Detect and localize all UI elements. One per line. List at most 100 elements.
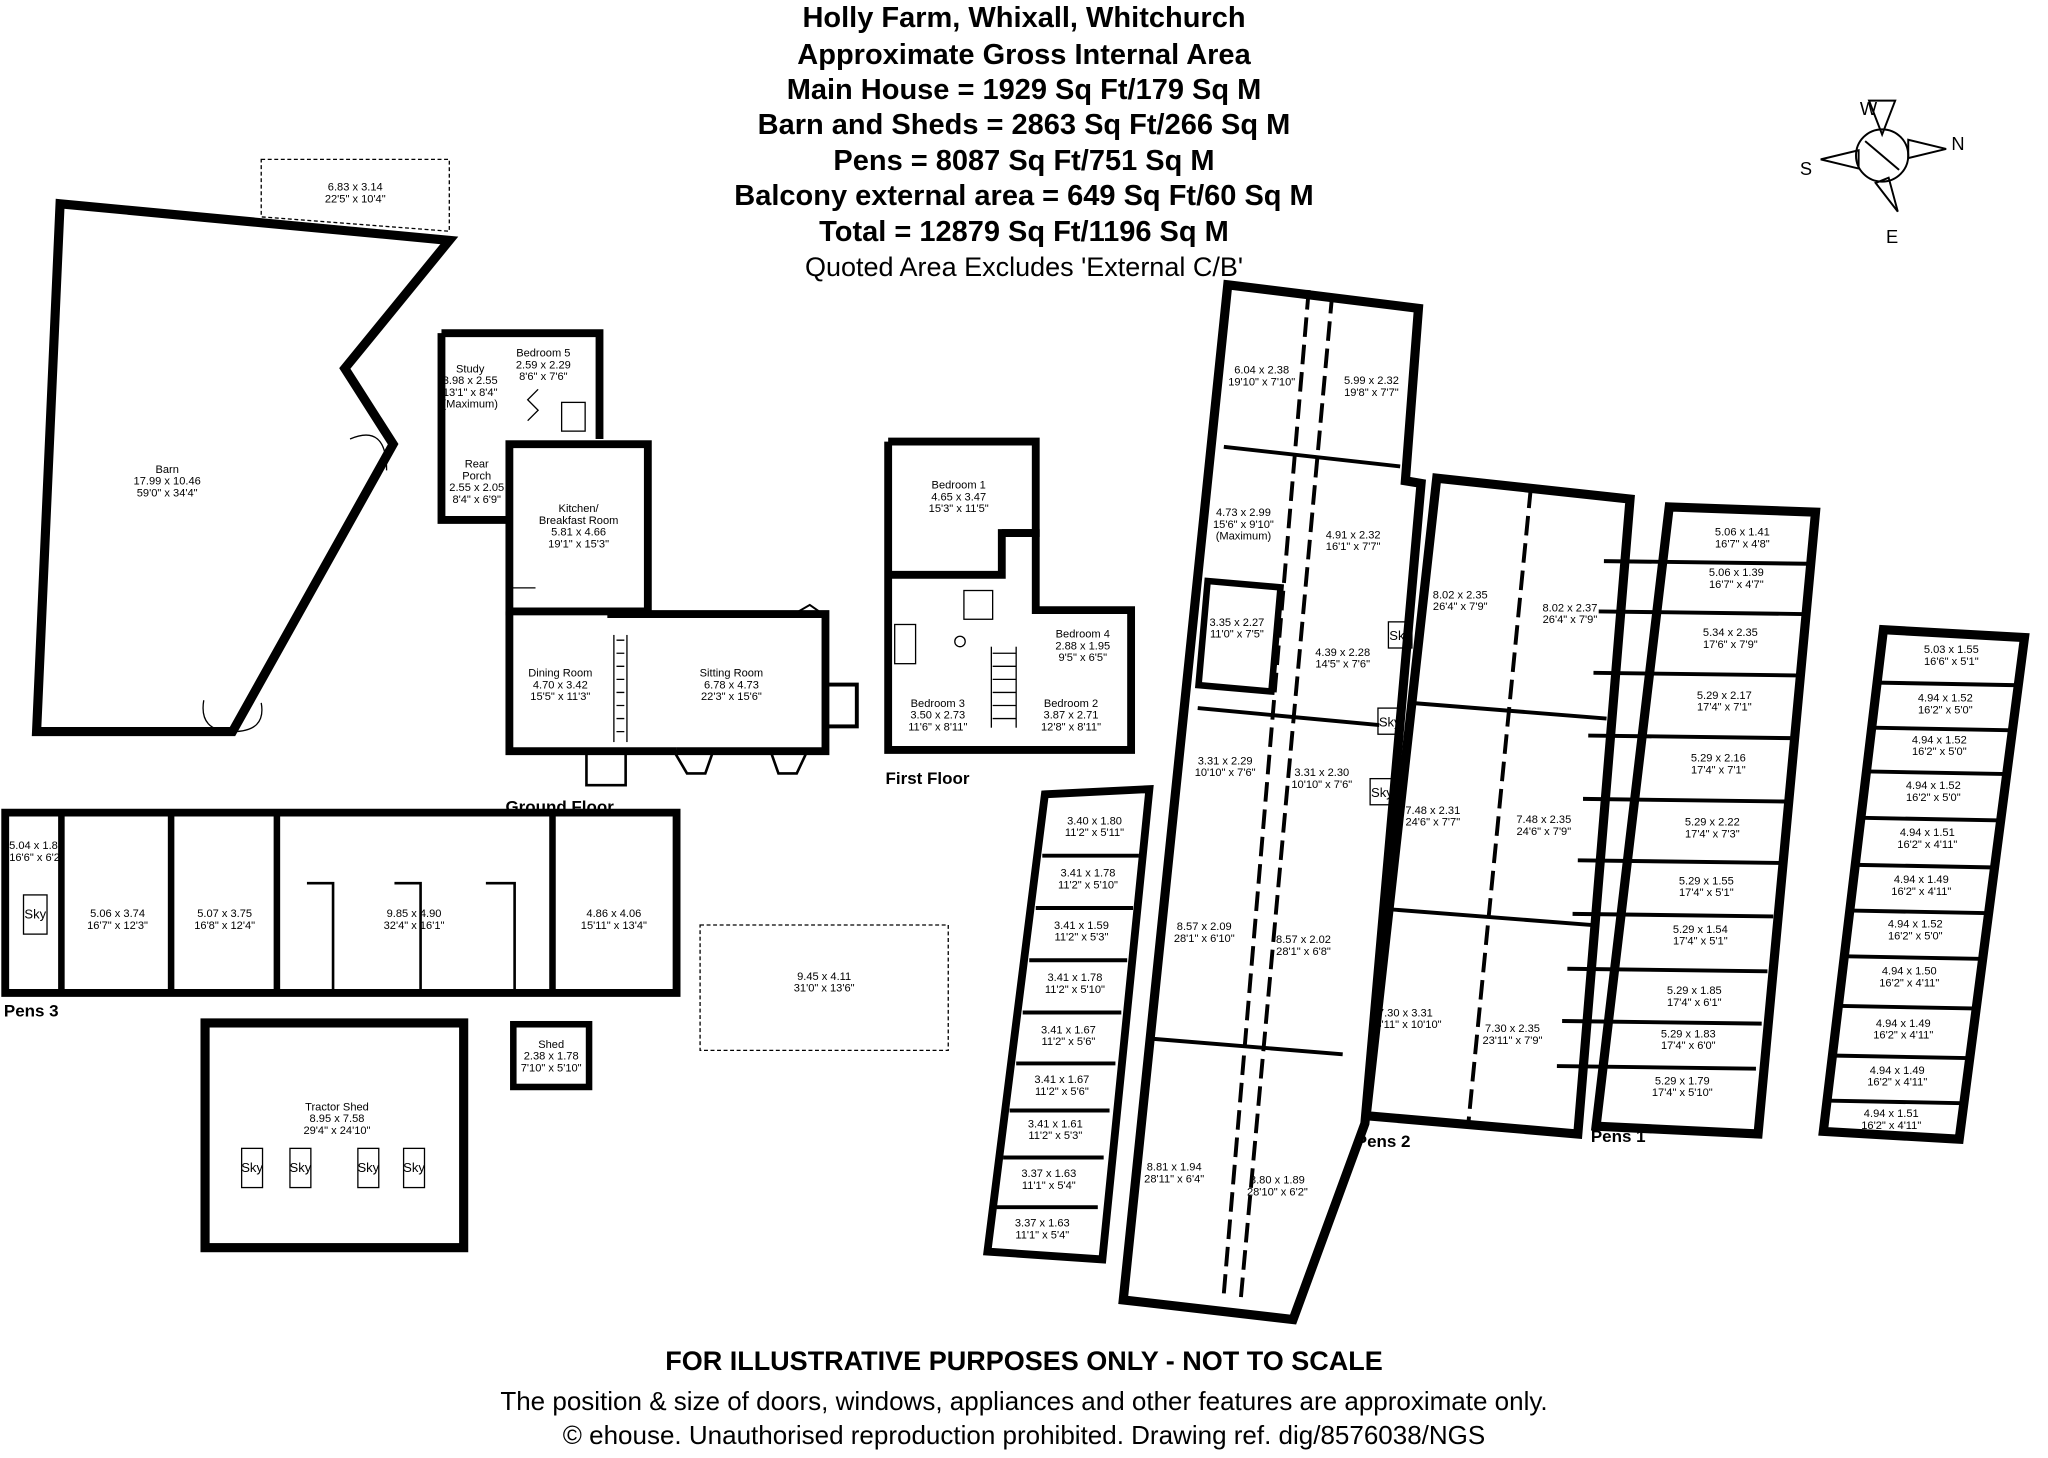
pens1-right-divider bbox=[1852, 908, 1991, 916]
footer-disclaimer: FOR ILLUSTRATIVE PURPOSES ONLY - NOT TO … bbox=[665, 1346, 1383, 1376]
label-pens-2: Pens 2 bbox=[1356, 1132, 1411, 1151]
pens1-right-divider bbox=[1836, 1053, 1974, 1061]
pens1-right-divider bbox=[1846, 954, 1985, 961]
pens1-left-divider bbox=[1572, 911, 1774, 919]
compass-icon bbox=[1820, 99, 1947, 213]
pens1-left-divider bbox=[1593, 670, 1797, 678]
sky-label: Sky bbox=[1379, 714, 1401, 729]
compass-w: W bbox=[1860, 98, 1878, 119]
label-pens-1: Pens 1 bbox=[1591, 1127, 1646, 1146]
plan-subtitle: Approximate Gross Internal Area bbox=[797, 39, 1251, 71]
area-total: Total = 12879 Sq Ft/1196 Sq M bbox=[819, 216, 1229, 248]
sky-label: Sky bbox=[290, 1160, 312, 1175]
plan-title: Holly Farm, Whixall, Whitchurch bbox=[802, 2, 1246, 34]
compass-s: S bbox=[1800, 158, 1812, 179]
sky-label: Sky bbox=[1389, 628, 1411, 643]
area-pens: Pens = 8087 Sq Ft/751 Sq M bbox=[833, 145, 1215, 177]
area-main-house: Main House = 1929 Sq Ft/179 Sq M bbox=[786, 74, 1262, 106]
pens1-left-divider bbox=[1577, 858, 1779, 865]
pens1-left-divider bbox=[1603, 559, 1808, 566]
footer-line-2: © ehouse. Unauthorised reproduction proh… bbox=[562, 1420, 1486, 1450]
pens1-left-divider bbox=[1598, 609, 1802, 616]
pens1-right-divider bbox=[1867, 769, 2008, 777]
pens1-left-divider bbox=[1582, 796, 1785, 804]
compass-e: E bbox=[1886, 226, 1898, 247]
compass-n: N bbox=[1951, 133, 1964, 154]
pens1-right-divider bbox=[1831, 1098, 1968, 1106]
sky-label: Sky bbox=[403, 1160, 425, 1175]
pens1-right-divider bbox=[1878, 680, 2020, 688]
area-note: Quoted Area Excludes 'External C/B' bbox=[804, 252, 1244, 282]
label-first-floor: First Floor bbox=[886, 769, 970, 788]
area-balcony: Balcony external area = 649 Sq Ft/60 Sq … bbox=[734, 180, 1314, 212]
sky-label: Sky bbox=[241, 1160, 263, 1175]
pens1-left-divider bbox=[1588, 733, 1791, 741]
pens1-right-divider bbox=[1857, 862, 1997, 870]
sky-label: Sky bbox=[24, 906, 46, 921]
pens1-right-divider bbox=[1872, 725, 2014, 733]
sky-label: Sky bbox=[357, 1160, 379, 1175]
